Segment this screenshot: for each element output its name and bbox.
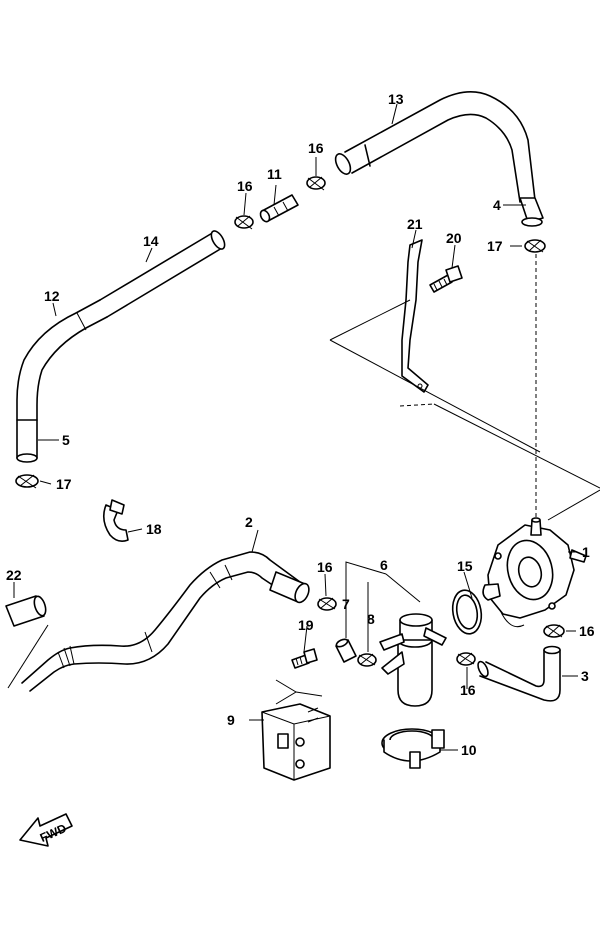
part-4-hose-end bbox=[519, 197, 544, 227]
leader-lines bbox=[38, 103, 578, 751]
callout-15: 15 bbox=[457, 558, 473, 574]
callout-14: 14 bbox=[143, 233, 159, 249]
reference-lines bbox=[329, 254, 600, 521]
callout-5: 5 bbox=[62, 432, 70, 448]
part-1-fuel-pump bbox=[482, 517, 587, 628]
callout-13: 13 bbox=[388, 91, 404, 107]
part-12-hose-elbow bbox=[16, 299, 108, 421]
part-11-joint bbox=[259, 194, 299, 223]
part-9-bracket bbox=[261, 703, 331, 781]
callout-19: 19 bbox=[298, 617, 314, 633]
callout-9: 9 bbox=[227, 712, 235, 728]
callout-16-upper-right: 16 bbox=[308, 140, 324, 156]
callout-16-pump: 16 bbox=[579, 623, 595, 639]
part-5-hose-end bbox=[16, 419, 38, 463]
callout-22: 22 bbox=[6, 567, 22, 583]
part-10-filter-band bbox=[381, 728, 445, 769]
part-21-bracket bbox=[401, 239, 429, 393]
callout-16-lower: 16 bbox=[460, 682, 476, 698]
part-17-clip-left bbox=[15, 474, 39, 489]
callout-17-right: 17 bbox=[487, 238, 503, 254]
callout-2: 2 bbox=[245, 514, 253, 530]
part-3-l-hose bbox=[477, 645, 561, 702]
callout-6: 6 bbox=[380, 557, 388, 573]
part-2-main-fuel-hose bbox=[21, 551, 310, 692]
part-15-o-ring bbox=[451, 589, 483, 635]
part-6-fuel-filter bbox=[379, 613, 447, 707]
callout-1: 1 bbox=[582, 544, 590, 560]
callout-8: 8 bbox=[367, 611, 375, 627]
part-16-clip-upper-right bbox=[306, 176, 326, 191]
part-16-clip-lower bbox=[456, 652, 476, 666]
bracket-reference-lines bbox=[275, 679, 323, 705]
callout-17-left: 17 bbox=[56, 476, 72, 492]
part-17-clip-right bbox=[524, 239, 546, 253]
callout-4: 4 bbox=[493, 197, 501, 213]
callout-16-upper-left: 16 bbox=[237, 178, 253, 194]
part-19-screw bbox=[291, 648, 318, 669]
forward-direction-arrow: FWD bbox=[19, 813, 73, 847]
callout-7: 7 bbox=[342, 596, 350, 612]
part-14-hose bbox=[99, 230, 226, 318]
callout-10: 10 bbox=[461, 742, 477, 758]
part-16-clip-middle bbox=[317, 597, 337, 611]
part-22-hose-piece bbox=[5, 595, 47, 627]
part-20-bolt bbox=[429, 265, 463, 293]
callout-11: 11 bbox=[267, 166, 282, 182]
part-13-upper-hose bbox=[334, 91, 536, 203]
part-7-hose-piece bbox=[335, 638, 357, 663]
callout-21: 21 bbox=[407, 216, 423, 232]
callout-labels: 1 2 3 4 5 6 7 8 9 10 11 12 13 14 15 16 1… bbox=[6, 91, 595, 758]
callout-20: 20 bbox=[446, 230, 462, 246]
callout-16-middle: 16 bbox=[317, 559, 333, 575]
callout-3: 3 bbox=[581, 668, 589, 684]
part-16-clip-pump bbox=[543, 624, 565, 638]
part-16-clip-upper-left bbox=[234, 215, 254, 230]
part-18-clamp bbox=[102, 499, 129, 542]
callout-18: 18 bbox=[146, 521, 162, 537]
part-8-clip bbox=[357, 653, 377, 667]
callout-12: 12 bbox=[44, 288, 60, 304]
